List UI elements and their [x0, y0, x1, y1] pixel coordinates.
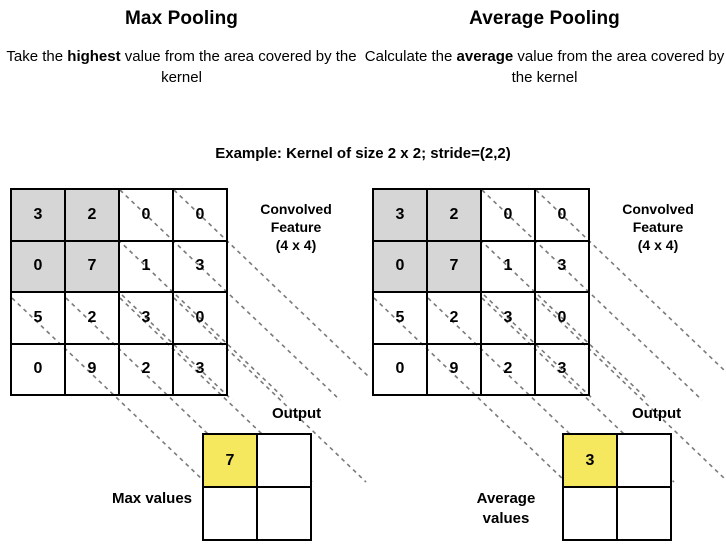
- max-feature-size-text: (4 x 4): [275, 237, 317, 253]
- max-values-label-text: Max values: [111, 490, 193, 507]
- max-output-label: Output: [272, 405, 322, 422]
- average-feature-cell-r3-c0: 0: [374, 344, 428, 396]
- average-output-grid: 3: [562, 433, 672, 541]
- max-feature-cell-r0-c2: 0: [120, 190, 174, 242]
- max-pooling-title: Max Pooling: [125, 8, 238, 29]
- average-feature-cell-r2-c0: 5: [374, 293, 428, 345]
- max-output-cell-r0-c0: 7: [204, 435, 258, 488]
- average-feature-cell-r3-c2: 2: [482, 344, 536, 396]
- description-post: value from the area covered by the kerne…: [120, 48, 357, 86]
- max-feature-cell-r3-c3: 3: [174, 344, 228, 396]
- average-feature-cell-r0-c1: 2: [428, 190, 482, 242]
- description-pre: Calculate the: [364, 48, 457, 65]
- average-feature-cell-r0-c3: 0: [536, 190, 590, 242]
- max-feature-cell-r0-c0: 3: [12, 190, 66, 242]
- max-feature-cell-r0-c1: 2: [66, 190, 120, 242]
- max-feature-cell-r1-c0: 0: [12, 241, 66, 293]
- average-feature-cell-r2-c1: 2: [428, 293, 482, 345]
- average-values-label: Average values: [456, 489, 556, 529]
- average-pooling-panel: Average Pooling Calculate the average va…: [363, 0, 726, 550]
- example-caption: Example: Kernel of size 2 x 2; stride=(2…: [215, 145, 511, 162]
- max-feature-cell-r1-c1: 7: [66, 241, 120, 293]
- average-feature-label-text: Convolved Feature: [622, 201, 694, 235]
- max-output-cell-r1-c1: [258, 488, 312, 541]
- average-feature-cell-r1-c1: 7: [428, 241, 482, 293]
- max-feature-label-text: Convolved Feature: [260, 201, 332, 235]
- average-values-label-text: Average values: [476, 490, 536, 527]
- max-feature-cell-r3-c0: 0: [12, 344, 66, 396]
- max-feature-cell-r2-c2: 3: [120, 293, 174, 345]
- average-pooling-title: Average Pooling: [469, 8, 620, 29]
- max-values-label: Max values: [108, 489, 196, 509]
- average-feature-cell-r0-c2: 0: [482, 190, 536, 242]
- average-output-cell-r0-c1: [618, 435, 672, 488]
- description-emphasis: highest: [67, 48, 121, 65]
- max-feature-cell-r0-c3: 0: [174, 190, 228, 242]
- max-feature-cell-r2-c0: 5: [12, 293, 66, 345]
- max-feature-cell-r1-c2: 1: [120, 241, 174, 293]
- max-pooling-description: Take the highest value from the area cov…: [0, 46, 363, 88]
- max-feature-cell-r3-c1: 9: [66, 344, 120, 396]
- average-pooling-description: Calculate the average value from the are…: [363, 46, 726, 88]
- max-pooling-panel: Max Pooling Take the highest value from …: [0, 8, 363, 88]
- average-output-cell-r0-c0: 3: [564, 435, 618, 488]
- average-feature-cell-r2-c3: 0: [536, 293, 590, 345]
- average-feature-cell-r1-c2: 1: [482, 241, 536, 293]
- description-post: value from the area covered by the kerne…: [511, 48, 725, 86]
- average-feature-cell-r2-c2: 3: [482, 293, 536, 345]
- average-feature-label: Convolved Feature (4 x 4): [598, 200, 718, 254]
- max-feature-cell-r2-c3: 0: [174, 293, 228, 345]
- description-emphasis: average: [456, 48, 514, 65]
- description-pre: Take the: [6, 48, 68, 65]
- max-output-cell-r0-c1: [258, 435, 312, 488]
- max-feature-cell-r2-c1: 2: [66, 293, 120, 345]
- average-output-cell-r1-c0: [564, 488, 618, 541]
- average-output-cell-r1-c1: [618, 488, 672, 541]
- average-output-label: Output: [632, 405, 682, 422]
- max-output-cell-r1-c0: [204, 488, 258, 541]
- max-feature-cell-r3-c2: 2: [120, 344, 174, 396]
- average-feature-cell-r1-c3: 3: [536, 241, 590, 293]
- average-feature-cell-r3-c1: 9: [428, 344, 482, 396]
- max-output-grid: 7: [202, 433, 312, 541]
- average-feature-cell-r3-c3: 3: [536, 344, 590, 396]
- average-feature-size-text: (4 x 4): [637, 237, 679, 253]
- average-feature-cell-r1-c0: 0: [374, 241, 428, 293]
- max-feature-label: Convolved Feature (4 x 4): [236, 200, 356, 254]
- average-feature-cell-r0-c0: 3: [374, 190, 428, 242]
- max-feature-cell-r1-c3: 3: [174, 241, 228, 293]
